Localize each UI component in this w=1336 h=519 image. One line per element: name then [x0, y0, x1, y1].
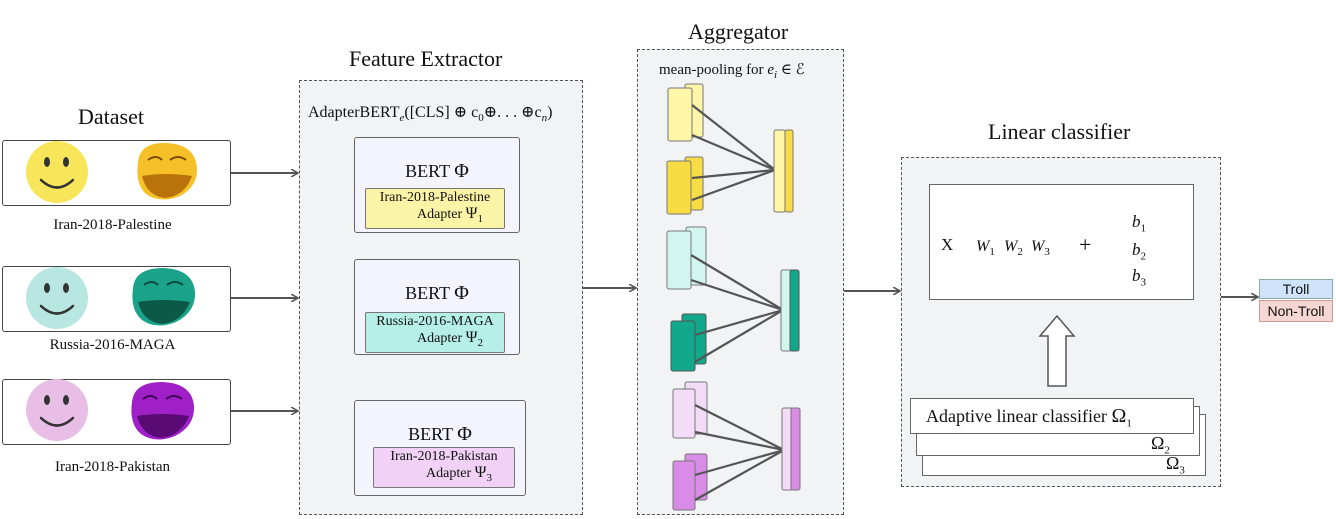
bert-block-1: BERT Φ Iran-2018-Palestine Adapter Ψ1 [354, 137, 520, 233]
adaptive-classifier-1: Adaptive linear classifier Ω1 [910, 398, 1194, 434]
smiley-icon [26, 267, 88, 329]
dataset-label: Russia-2016-MAGA [49, 337, 176, 353]
pooled-embedding [773, 129, 786, 213]
dataset-label: Iran-2018-Pakistan [55, 459, 170, 475]
troll-output-label: Troll [1259, 279, 1333, 299]
bias-b3: b3 [1132, 266, 1146, 289]
bias-b2: b2 [1132, 240, 1146, 263]
trollface-icon [131, 382, 195, 440]
token-embedding [667, 87, 693, 142]
dataset-label: Iran-2018-Palestine [53, 217, 172, 233]
token-embedding [670, 320, 696, 372]
token-embedding [666, 160, 692, 215]
aggregator-title: Aggregator [688, 19, 789, 44]
bert-label: BERT [405, 161, 450, 181]
phi-symbol: Φ [454, 282, 469, 304]
non-troll-output-label: Non-Troll [1259, 300, 1333, 322]
up-arrow-icon [1038, 314, 1076, 387]
adapter-palestine: Iran-2018-Palestine Adapter Ψ1 [365, 188, 505, 229]
adapter-maga: Russia-2016-MAGA Adapter Ψ2 [365, 312, 505, 353]
adapter-pakistan: Iran-2018-Pakistan Adapter Ψ3 [373, 447, 515, 488]
smiley-icon [26, 141, 88, 203]
token-embedding [672, 388, 696, 439]
pooled-embedding [784, 129, 794, 213]
pooled-embedding [789, 269, 800, 352]
trollface-icon [137, 142, 198, 200]
dataset-title: Dataset [78, 104, 144, 129]
bert-block-2: BERT Φ Russia-2016-MAGA Adapter Ψ2 [354, 259, 520, 355]
token-embedding [672, 460, 696, 511]
token-embedding [666, 230, 692, 290]
plus-sign: + [1079, 232, 1092, 257]
pooled-embedding [790, 407, 801, 491]
trollface-icon [132, 268, 196, 326]
equation-box [929, 184, 1194, 300]
smiley-icon [26, 379, 88, 441]
bert-label: BERT [405, 283, 450, 303]
weight-w2: W2 [1004, 238, 1023, 259]
bert-block-3: BERT Φ Iran-2018-Pakistan Adapter Ψ3 [354, 400, 526, 496]
phi-symbol: Φ [457, 423, 472, 445]
weight-w1: W1 [976, 238, 995, 259]
weight-w3: W3 [1031, 238, 1050, 259]
phi-symbol: Φ [454, 160, 469, 182]
input-x-label: X [941, 235, 954, 254]
feature-extractor-title: Feature Extractor [349, 46, 503, 71]
bias-b1: b1 [1132, 212, 1146, 235]
bert-label: BERT [408, 424, 453, 444]
linear-classifier-title: Linear classifier [988, 119, 1131, 144]
mean-pooling-caption: mean-pooling for ei ∈ ℰ [659, 62, 805, 81]
adapter-bert-formula: AdapterBERTe([CLS] ⊕ c0⊕. . . ⊕cn) [308, 104, 553, 125]
